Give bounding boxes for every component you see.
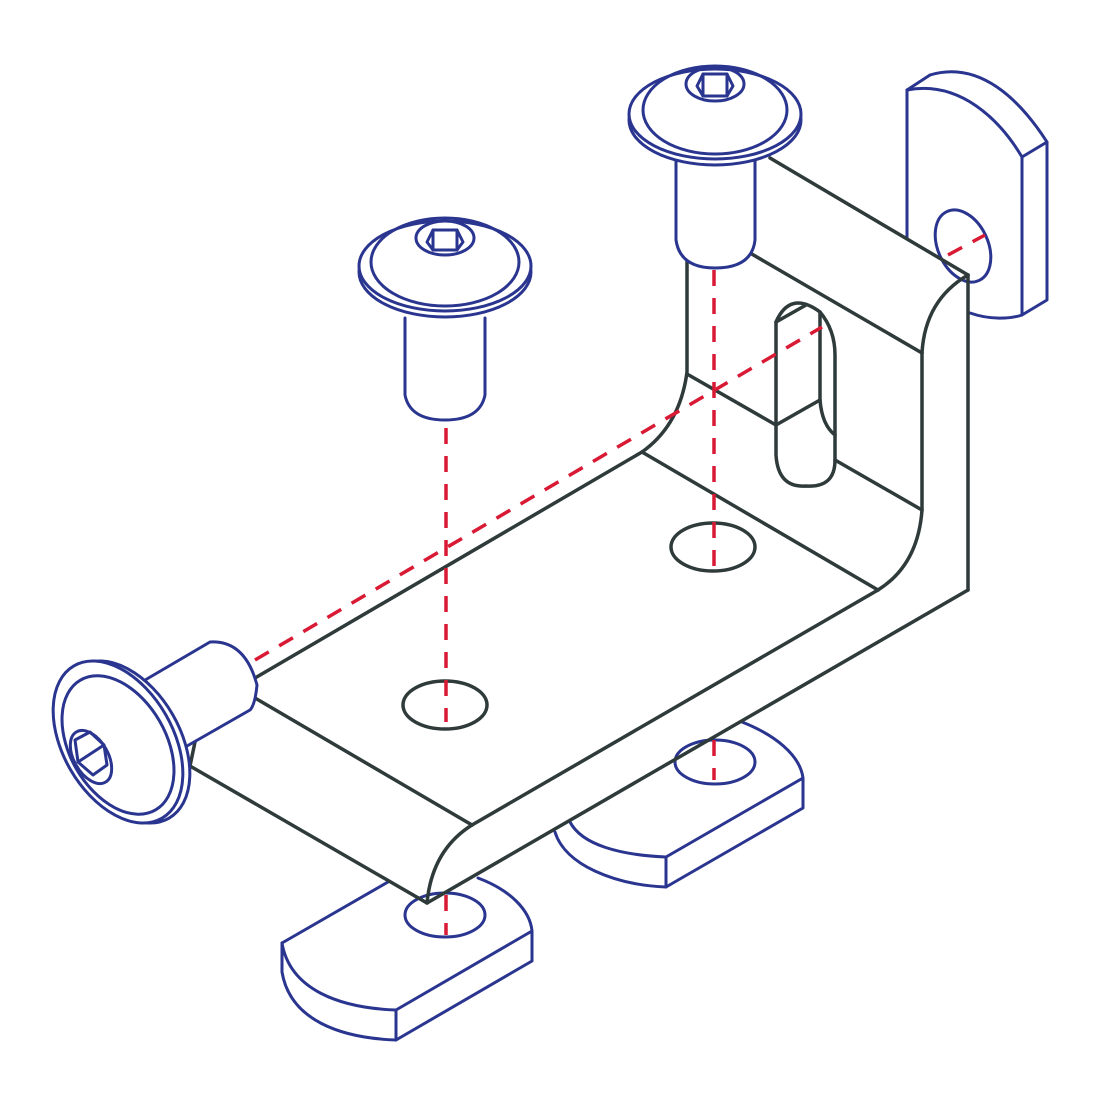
screw-top-right bbox=[627, 64, 803, 270]
hex-socket-icon bbox=[414, 219, 476, 257]
t-nut-bottom-middle bbox=[553, 720, 805, 889]
t-nut-top-right bbox=[905, 70, 1049, 320]
t-nut-hole bbox=[933, 208, 993, 284]
assembly-axis-lines bbox=[254, 233, 986, 935]
angle-bracket bbox=[188, 156, 970, 905]
hex-socket-icon bbox=[684, 65, 746, 103]
screw-top-middle bbox=[357, 216, 533, 422]
slot bbox=[774, 301, 837, 488]
screw-left bbox=[51, 640, 259, 825]
t-nut-bottom-left bbox=[280, 876, 534, 1042]
